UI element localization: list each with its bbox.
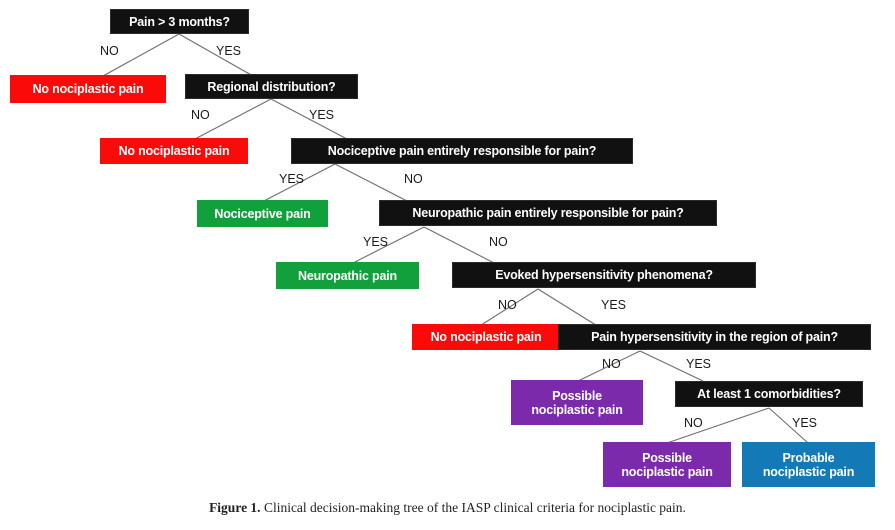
node-at-least-1-comorbidities[interactable]: At least 1 comorbidities?: [675, 381, 863, 407]
edge-line: [477, 288, 539, 328]
node-no-nociplastic-pain-1[interactable]: No nociplastic pain: [10, 75, 166, 103]
edge-lines: [102, 33, 809, 444]
edge-line: [270, 98, 348, 140]
edge-line: [348, 226, 425, 266]
node-neuropathic-pain[interactable]: Neuropathic pain: [276, 262, 419, 289]
edge-line: [261, 163, 336, 203]
node-neuropathic-pain-responsible[interactable]: Neuropathic pain entirely responsible fo…: [379, 200, 717, 226]
node-regional-distribution[interactable]: Regional distribution?: [185, 74, 358, 99]
node-possible-nociplastic-pain-1[interactable]: Possible nociplastic pain: [511, 380, 643, 425]
edge-line: [102, 33, 180, 77]
node-pain-hypersensitivity-region[interactable]: Pain hypersensitivity in the region of p…: [558, 324, 871, 350]
edge-label-evoked-yes: YES: [601, 298, 627, 312]
edge-line: [666, 407, 770, 444]
edge-label-evoked-no: NO: [498, 298, 517, 312]
edge-label-comorbidities-no: NO: [684, 416, 703, 430]
edge-line: [423, 226, 499, 266]
figure-caption-label: Figure 1.: [209, 500, 261, 515]
edge-label-duration-yes: YES: [216, 44, 242, 58]
edge-label-neuropathic-yes: YES: [363, 235, 389, 249]
node-possible-nociplastic-pain-2[interactable]: Possible nociplastic pain: [603, 442, 731, 487]
edge-line: [537, 288, 600, 328]
edge-line: [768, 407, 809, 444]
edge-line: [178, 33, 254, 77]
node-pain-duration[interactable]: Pain > 3 months?: [110, 9, 249, 34]
figure-caption-text: Clinical decision-making tree of the IAS…: [260, 500, 686, 515]
edge-label-neuropathic-no: NO: [489, 235, 508, 249]
figure-caption: Figure 1. Clinical decision-making tree …: [0, 500, 895, 516]
edge-label-nociceptive-no: NO: [404, 172, 423, 186]
edge-line: [194, 98, 272, 140]
node-nociceptive-pain[interactable]: Nociceptive pain: [197, 200, 328, 227]
node-no-nociplastic-pain-2[interactable]: No nociplastic pain: [100, 138, 248, 164]
node-probable-nociplastic-pain[interactable]: Probable nociplastic pain: [742, 442, 875, 487]
edge-label-hypersensitivity-no: NO: [602, 357, 621, 371]
edge-line: [639, 350, 704, 382]
edge-line: [334, 163, 410, 203]
edge-label-comorbidities-yes: YES: [792, 416, 818, 430]
edge-label-hypersensitivity-yes: YES: [686, 357, 712, 371]
edge-label-regional-no: NO: [191, 108, 210, 122]
edge-label-duration-no: NO: [100, 44, 119, 58]
node-no-nociplastic-pain-3[interactable]: No nociplastic pain: [412, 324, 560, 350]
node-evoked-hypersensitivity[interactable]: Evoked hypersensitivity phenomena?: [452, 262, 756, 288]
edge-label-nociceptive-yes: YES: [279, 172, 305, 186]
decision-tree-edges: [102, 33, 809, 444]
edge-label-regional-yes: YES: [309, 108, 335, 122]
edge-line: [577, 350, 641, 382]
node-nociceptive-pain-responsible[interactable]: Nociceptive pain entirely responsible fo…: [291, 138, 633, 164]
